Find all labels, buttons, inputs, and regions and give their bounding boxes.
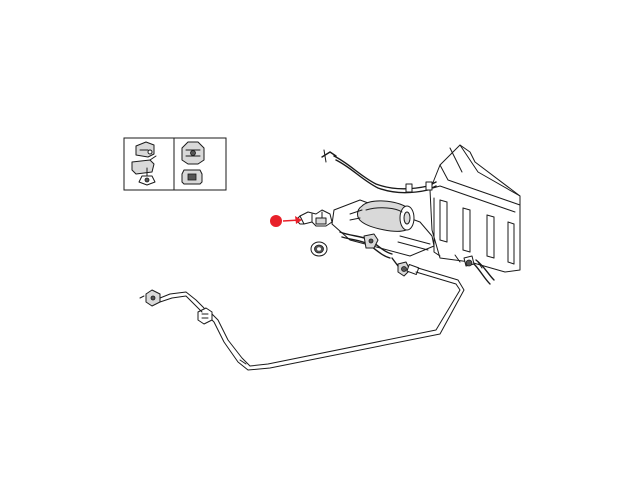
inset-detail-box [123, 137, 227, 191]
clip-detail-right [181, 141, 205, 185]
grommet-ring [310, 241, 328, 257]
highlighted-clip-part [295, 209, 333, 227]
canister-assembly [331, 199, 435, 259]
red-dot-icon[interactable] [270, 215, 282, 227]
vent-hose [321, 149, 437, 194]
arrow-right-icon [282, 216, 302, 224]
fuel-tank [429, 144, 521, 273]
part-callout[interactable] [270, 215, 302, 227]
fuel-line [139, 257, 465, 371]
tank-connector [463, 255, 495, 285]
clip-detail-left [131, 141, 157, 186]
